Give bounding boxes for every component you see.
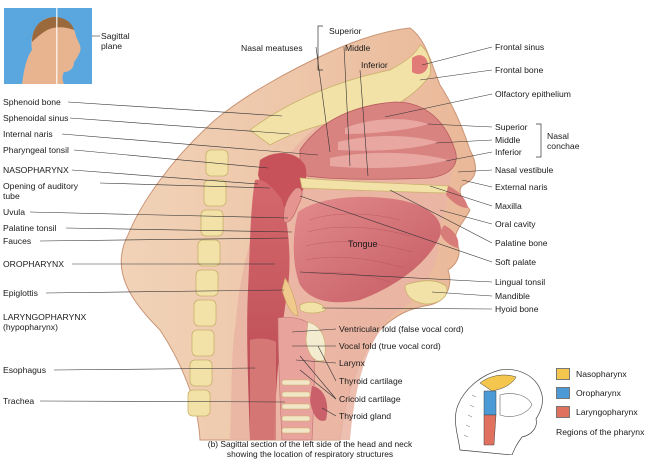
label-pharyngeal-tonsil: Pharyngeal tonsil	[3, 145, 69, 155]
middle-concha	[338, 136, 438, 151]
soft-palate	[283, 187, 303, 223]
legend-swatch-nasopharynx	[556, 368, 570, 380]
label-frontal-sinus: Frontal sinus	[495, 42, 545, 52]
label-maxilla: Maxilla	[495, 201, 522, 211]
label-sphenoid-bone: Sphenoid bone	[3, 97, 61, 107]
mandible-bone	[404, 280, 448, 305]
label-uvula: Uvula	[3, 207, 25, 217]
tracheal-rings	[281, 379, 311, 434]
label-concha-superior: Superior	[495, 122, 528, 132]
label-laryngopharynx-line1: LARYNGOPHARYNX	[3, 312, 87, 322]
label-cricoid-cartilage: Cricoid cartilage	[339, 394, 401, 404]
legend-swatch-oropharynx	[556, 387, 570, 399]
hyoid-bone-shape	[299, 301, 327, 314]
label-vocal-fold: Vocal fold (true vocal cord)	[339, 341, 441, 351]
label-soft-palate: Soft palate	[495, 257, 537, 267]
inferior-concha	[330, 152, 448, 168]
label-hyoid-bone: Hyoid bone	[495, 304, 539, 314]
label-olfactory-epithelium: Olfactory epithelium	[495, 89, 571, 99]
regions-mini-diagram	[455, 369, 543, 455]
lower-lip	[440, 225, 459, 248]
cervical-vertebrae	[187, 149, 229, 417]
plane-label-line2: plane	[101, 41, 123, 51]
figure-caption-line2: showing the location of respiratory stru…	[226, 449, 394, 459]
label-nasal-conchae: Nasal conchae	[547, 131, 580, 151]
label-trachea: Trachea	[3, 396, 35, 406]
legend-label-laryngopharynx: Laryngopharynx	[576, 407, 638, 417]
label-auditory-tube-line2: tube	[3, 191, 20, 201]
label-palatine-tonsil: Palatine tonsil	[3, 223, 57, 233]
label-opening-of-auditory-tube: Opening of auditory tube	[3, 181, 78, 201]
legend-swatch-laryngopharynx	[556, 406, 570, 418]
label-laryngopharynx: LARYNGOPHARYNX (hypopharynx)	[3, 312, 86, 332]
label-concha-middle: Middle	[495, 135, 521, 145]
upper-lip	[446, 186, 468, 208]
leader-lines	[29, 46, 493, 417]
esophagus-shape	[250, 338, 276, 440]
plane-label: Sagittal plane	[101, 31, 151, 51]
legend-label-oropharynx: Oropharynx	[576, 388, 621, 398]
epiglottis-shape	[281, 277, 299, 317]
tongue	[293, 196, 441, 303]
label-lingual-tonsil: Lingual tonsil	[495, 277, 546, 287]
superior-concha	[345, 119, 428, 134]
label-fauces: Fauces	[3, 236, 32, 246]
frontal-sinus	[412, 55, 428, 74]
label-nasal-meatuses: Nasal meatuses	[241, 43, 303, 53]
label-oral-cavity: Oral cavity	[495, 219, 536, 229]
portrait-head-icon	[4, 8, 92, 84]
figure-caption: (b) Sagittal section of the left side of…	[170, 439, 450, 459]
label-larynx: Larynx	[339, 358, 365, 368]
label-meatus-inferior: Inferior	[361, 60, 388, 70]
meatuses-bracket	[317, 25, 323, 71]
label-nasopharynx: NASOPHARYNX	[3, 165, 69, 175]
legend-title: Regions of the pharynx	[556, 427, 645, 437]
plane-label-line1: Sagittal	[101, 31, 130, 41]
label-thyroid-gland: Thyroid gland	[339, 411, 392, 421]
label-esophagus: Esophagus	[3, 365, 47, 375]
label-auditory-tube-line1: Opening of auditory	[3, 181, 79, 191]
figure-caption-line1: (b) Sagittal section of the left side of…	[207, 439, 413, 449]
legend-label-nasopharynx: Nasopharynx	[576, 369, 627, 379]
label-meatus-middle: Middle	[345, 43, 371, 53]
label-mandible: Mandible	[495, 291, 530, 301]
label-external-naris: External naris	[495, 182, 548, 192]
label-ventricular-fold: Ventricular fold (false vocal cord)	[339, 324, 464, 334]
portrait-inset	[4, 8, 92, 84]
label-nasal-conchae-line2: conchae	[547, 141, 580, 151]
label-nasal-conchae-line1: Nasal	[547, 131, 569, 141]
conchae-bracket	[536, 123, 542, 158]
label-oropharynx: OROPHARYNX	[3, 259, 64, 269]
label-nasal-vestibule: Nasal vestibule	[495, 165, 554, 175]
label-frontal-bone: Frontal bone	[495, 65, 544, 75]
label-meatus-superior: Superior	[329, 26, 362, 36]
label-tongue: Tongue	[348, 239, 378, 249]
label-sphenoidal-sinus: Sphenoidal sinus	[3, 113, 69, 123]
label-thyroid-cartilage: Thyroid cartilage	[339, 376, 403, 386]
thyroid-gland-shape	[310, 386, 328, 421]
label-palatine-bone: Palatine bone	[495, 238, 548, 248]
label-internal-naris: Internal naris	[3, 129, 53, 139]
label-epiglottis: Epiglottis	[3, 288, 38, 298]
label-concha-inferior: Inferior	[495, 147, 522, 157]
label-laryngopharynx-line2: (hypopharynx)	[3, 322, 58, 332]
